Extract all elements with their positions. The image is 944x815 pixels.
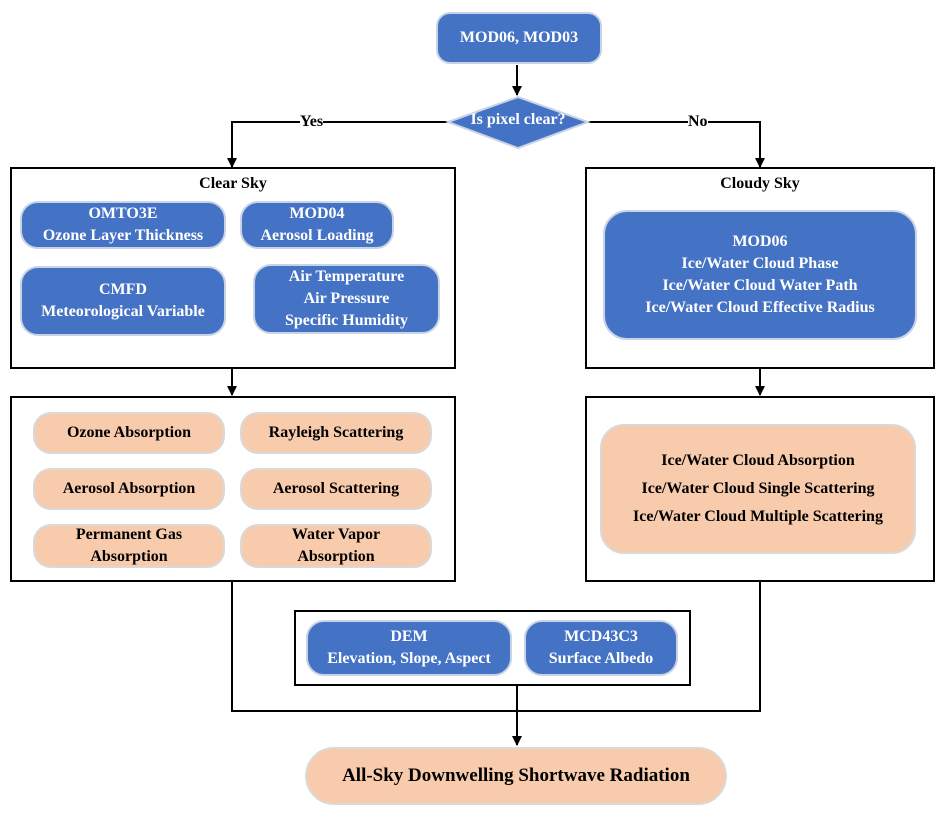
mod06-name: MOD06 — [732, 233, 788, 250]
specific-humidity: Specific Humidity — [284, 312, 409, 329]
output-node: All-Sky Downwelling Shortwave Radiation — [305, 747, 727, 805]
arrow-yes — [227, 121, 448, 168]
ozone-absorption-box: Ozone Absorption — [33, 412, 225, 454]
aerosol-absorption-box: Aerosol Absorption — [33, 468, 225, 510]
met-variables-box: Air Temperature Air Pressure Specific Hu… — [253, 264, 440, 334]
ozone-absorption-label: Ozone Absorption — [66, 424, 191, 441]
permanent-gas-label-2: Absorption — [90, 548, 168, 565]
start-node: MOD06, MOD03 — [436, 12, 602, 64]
decision-diamond — [445, 95, 591, 150]
clear-sky-title: Clear Sky — [199, 175, 267, 192]
arrow-no — [588, 121, 765, 168]
decision-label: Is pixel clear? — [448, 111, 588, 129]
mod06-box: MOD06 Ice/Water Cloud Phase Ice/Water Cl… — [603, 210, 917, 340]
no-label: No — [688, 113, 708, 131]
cloud-effective-radius: Ice/Water Cloud Effective Radius — [645, 299, 875, 316]
mcd43c3-desc: Surface Albedo — [548, 650, 654, 667]
mcd43c3-box: MCD43C3 Surface Albedo — [524, 620, 678, 676]
cloudy-sky-title: Cloudy Sky — [720, 175, 800, 192]
air-pressure: Air Pressure — [303, 290, 390, 307]
water-vapor-box: Water Vapor Absorption — [240, 524, 432, 568]
rayleigh-scattering-box: Rayleigh Scattering — [240, 412, 432, 454]
cloud-processes-box: Ice/Water Cloud Absorption Ice/Water Clo… — [600, 424, 916, 554]
cloud-multiple-scattering: Ice/Water Cloud Multiple Scattering — [633, 508, 883, 525]
aerosol-scattering-label: Aerosol Scattering — [272, 480, 400, 497]
mcd43c3-name: MCD43C3 — [564, 628, 638, 645]
output-label: All-Sky Downwelling Shortwave Radiation — [342, 765, 690, 786]
yes-label: Yes — [300, 113, 324, 131]
omto3e-name: OMTO3E — [88, 205, 158, 222]
dem-name: DEM — [390, 628, 428, 645]
cmfd-box: CMFD Meteorological Variable — [20, 266, 226, 336]
water-vapor-label-2: Absorption — [297, 548, 375, 565]
air-temperature: Air Temperature — [288, 268, 405, 285]
permanent-gas-box: Permanent Gas Absorption — [33, 524, 225, 568]
cloud-single-scattering: Ice/Water Cloud Single Scattering — [641, 480, 875, 497]
line-cloudy-merge — [517, 582, 761, 712]
aerosol-scattering-box: Aerosol Scattering — [240, 468, 432, 510]
water-vapor-label-1: Water Vapor — [291, 526, 381, 543]
cloud-water-path: Ice/Water Cloud Water Path — [662, 277, 858, 294]
dem-desc: Elevation, Slope, Aspect — [327, 650, 491, 667]
cloud-phase: Ice/Water Cloud Phase — [681, 255, 839, 272]
mod04-desc: Aerosol Loading — [260, 227, 374, 244]
mod04-box: MOD04 Aerosol Loading — [240, 201, 394, 249]
dem-box: DEM Elevation, Slope, Aspect — [306, 620, 512, 676]
mod04-name: MOD04 — [289, 205, 345, 222]
line-clear-merge — [231, 582, 517, 712]
cloud-absorption: Ice/Water Cloud Absorption — [661, 452, 855, 469]
omto3e-desc: Ozone Layer Thickness — [42, 227, 204, 244]
decision-question: Is pixel clear? — [470, 111, 566, 128]
rayleigh-scattering-label: Rayleigh Scattering — [268, 424, 404, 441]
cmfd-desc: Meteorological Variable — [41, 303, 205, 320]
start-label: MOD06, MOD03 — [459, 29, 579, 46]
cmfd-name: CMFD — [99, 281, 147, 298]
omto3e-box: OMTO3E Ozone Layer Thickness — [20, 201, 226, 249]
aerosol-absorption-label: Aerosol Absorption — [62, 480, 196, 497]
permanent-gas-label-1: Permanent Gas — [75, 526, 183, 543]
